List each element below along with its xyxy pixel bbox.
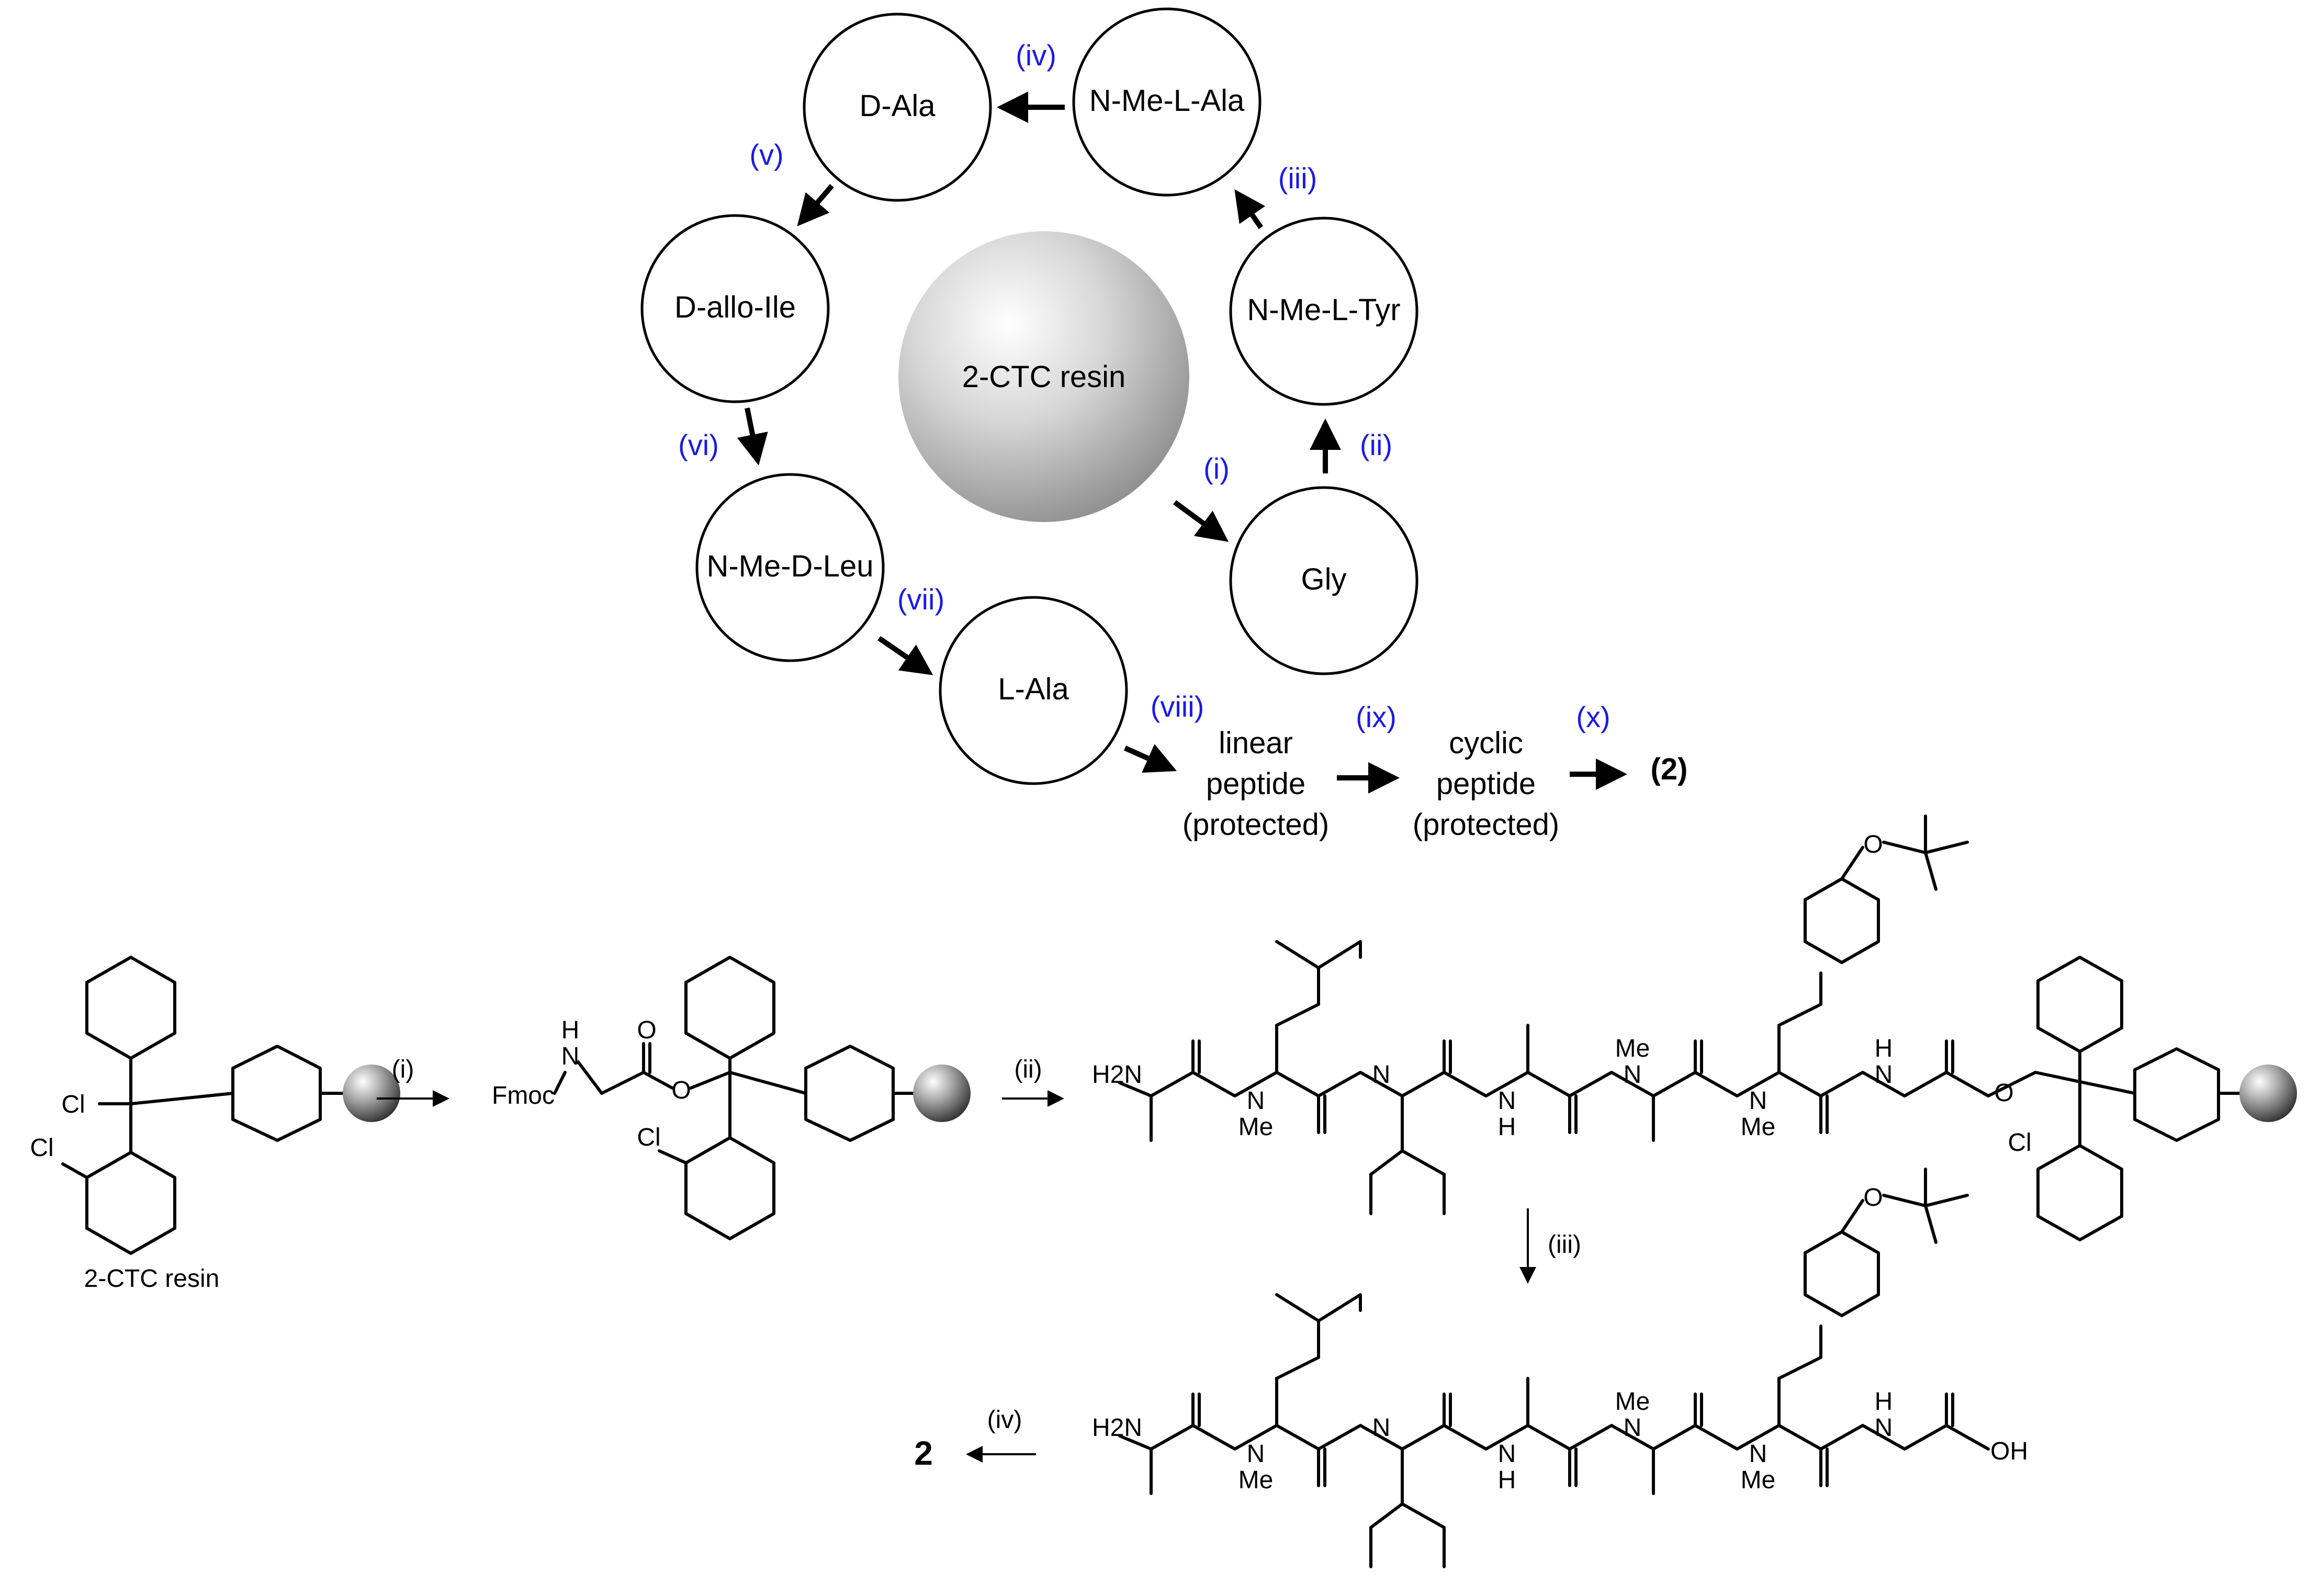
residue-label-d-ala: D-Ala [859, 89, 936, 123]
linear-line-2: peptide [1206, 767, 1305, 801]
atom-n-5: N [1875, 1061, 1893, 1089]
atom-me-3b: Me [1615, 1388, 1650, 1416]
atom-cl: Cl [61, 1091, 85, 1118]
arrow-step-v [797, 184, 834, 227]
step-label-vii: (vii) [897, 583, 944, 616]
arrow-step-viii [1123, 744, 1177, 773]
cyclic-line-3: (protected) [1413, 808, 1559, 842]
arrow-step-iii [1234, 189, 1266, 229]
atom-o-ester: O [671, 1077, 691, 1104]
structure-free-peptide: H2N N Me N N H N Me N Me N H O OH [1092, 1168, 2028, 1568]
atom-n-2b: N [1498, 1440, 1516, 1468]
residue-circle-n-me-l-ala [1072, 7, 1262, 197]
atom-nh-n: N [561, 1043, 580, 1070]
structure-resin-peptide: H2N N Me N N H N Me N Me N H O O Cl [1092, 814, 2297, 1241]
atom-o-ester-2: O [1994, 1079, 2013, 1107]
resin-bead-small-3 [2239, 1065, 2297, 1122]
resin-bead-small [343, 1065, 400, 1122]
arrow-step-i [1173, 500, 1229, 542]
scheme-product-label: 2 [914, 1434, 933, 1472]
atom-fmoc: Fmoc [492, 1082, 555, 1110]
step-label-i: (i) [1203, 452, 1230, 485]
residue-circle-gly [1229, 486, 1418, 675]
atom-nh-1: N [1372, 1061, 1391, 1089]
residue-circle-n-me-l-tyr [1229, 217, 1418, 406]
atom-n-4: N [1749, 1087, 1767, 1115]
atom-n-2: N [1498, 1087, 1516, 1115]
scheme-step-ii: (ii) [1014, 1056, 1042, 1083]
residue-circle-n-me-d-leu [695, 473, 885, 662]
atom-n-4b: N [1749, 1440, 1767, 1468]
residue-label-gly: Gly [1301, 562, 1347, 596]
cycle-product-label: (2) [1651, 752, 1688, 786]
atom-o-carbonyl: O [637, 1016, 656, 1044]
resin-bead [898, 231, 1189, 522]
atom-cl-3: Cl [637, 1124, 660, 1151]
step-label-x: (x) [1576, 700, 1610, 733]
atom-h-5: H [1875, 1035, 1893, 1062]
linear-line-1: linear [1219, 726, 1293, 760]
atom-nh-h: H [561, 1016, 580, 1044]
atom-h2n-b: H2N [1092, 1414, 1142, 1442]
resin-label: 2-CTC resin [962, 360, 1126, 394]
scheme-step-iii: (iii) [1548, 1231, 1581, 1259]
atom-n-5b: N [1875, 1414, 1893, 1442]
residue-label-d-allo-ile: D-allo-Ile [674, 290, 796, 324]
atom-me-1: Me [1238, 1113, 1274, 1141]
atom-me-1b: Me [1238, 1466, 1274, 1494]
atom-h-2b: H [1498, 1466, 1516, 1494]
step-label-ii: (ii) [1360, 428, 1392, 461]
step-label-iii: (iii) [1278, 162, 1317, 195]
residue-circle-l-ala [939, 596, 1128, 785]
residue-label-n-me-d-leu: N-Me-D-Leu [706, 549, 873, 583]
atom-h-5b: H [1875, 1388, 1893, 1416]
resin-caption: 2-CTC resin [84, 1265, 220, 1293]
cycle-arrows [737, 92, 1627, 794]
atom-oh: OH [1990, 1437, 2028, 1465]
step-label-viii: (viii) [1151, 690, 1204, 723]
structure-ctc-resin: Cl Cl [30, 956, 400, 1255]
atom-n-3: N [1624, 1061, 1642, 1089]
atom-o-tbu-b: O [1863, 1184, 1883, 1212]
linear-line-3: (protected) [1182, 808, 1329, 842]
atom-n-1: N [1247, 1087, 1265, 1115]
step-label-vi: (vi) [678, 428, 719, 461]
resin-bead-small-2 [913, 1065, 971, 1122]
arrow-step-vi [737, 408, 768, 466]
atom-me-3: Me [1615, 1035, 1650, 1062]
atom-o-tbu: O [1863, 831, 1883, 858]
arrow-step-vii [877, 636, 933, 675]
step-label-v: (v) [749, 138, 783, 171]
atom-n-3b: N [1624, 1414, 1642, 1442]
step-label-iv: (iv) [1016, 39, 1056, 72]
residue-label-l-ala: L-Ala [998, 672, 1069, 706]
scheme-step-i: (i) [392, 1056, 414, 1083]
residue-circle-d-ala [803, 13, 992, 202]
atom-cl-4: Cl [2008, 1129, 2031, 1157]
cyclic-line-1: cyclic [1449, 726, 1523, 760]
structure-fmoc-gly-resin: Fmoc N H O O Cl [492, 956, 971, 1240]
atom-cl-2: Cl [30, 1134, 53, 1162]
atom-h-2: H [1498, 1113, 1516, 1141]
residue-circle-d-allo-ile [640, 214, 830, 403]
residue-label-n-me-l-ala: N-Me-L-Ala [1089, 84, 1245, 118]
cyclic-line-2: peptide [1436, 767, 1536, 801]
step-label-ix: (ix) [1356, 700, 1396, 733]
atom-n-1b: N [1247, 1440, 1265, 1468]
atom-me-4b: Me [1741, 1466, 1776, 1494]
atom-h2n: H2N [1092, 1061, 1142, 1089]
chemical-scheme: Cl Cl 2-CTC resin (i) Fmoc N H [30, 814, 2297, 1568]
synthesis-cycle: 2-CTC resin D-Ala N-Me-L-Ala D-allo-Ile … [640, 7, 1688, 842]
residue-label-n-me-l-tyr: N-Me-L-Tyr [1247, 293, 1400, 327]
atom-nh-1b: N [1372, 1414, 1391, 1442]
atom-me-4: Me [1741, 1113, 1776, 1141]
scheme-step-iv: (iv) [987, 1406, 1022, 1434]
